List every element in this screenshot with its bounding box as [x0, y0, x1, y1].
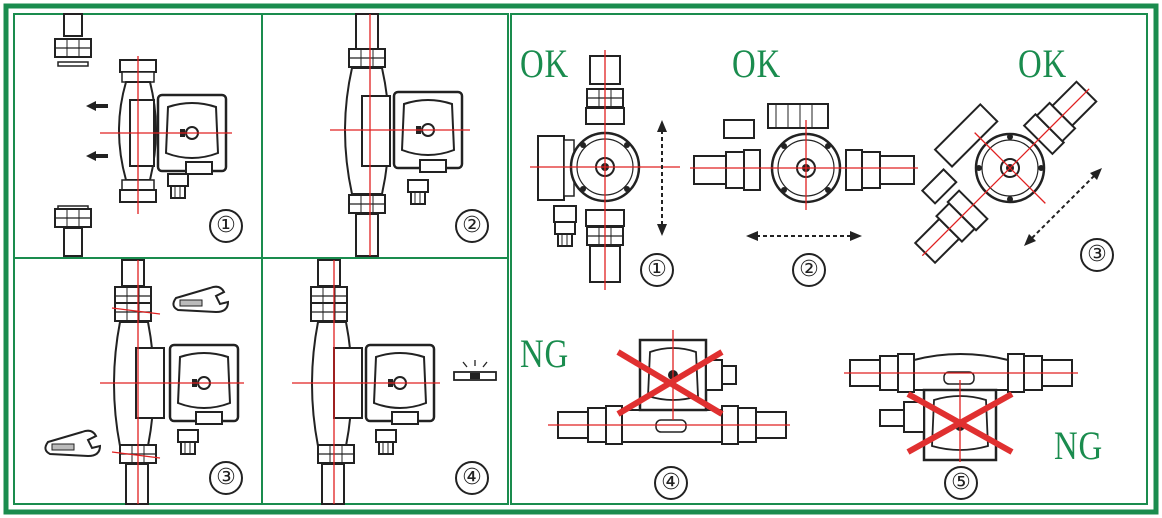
orientation-2-drawing	[690, 103, 918, 210]
outer-frame	[3, 3, 1159, 515]
step-number: ②	[792, 253, 826, 287]
orientation-5-drawing	[844, 353, 1078, 462]
status-ng-label: NG	[520, 331, 570, 376]
wrench-icon	[44, 429, 101, 457]
double-arrow-icon	[1024, 168, 1102, 246]
step-number: ④	[654, 466, 688, 500]
right-panel-border	[510, 13, 1148, 505]
status-ok-label: OK	[520, 41, 570, 86]
step-number: ③	[209, 461, 243, 495]
step-number: ⑤	[944, 466, 978, 500]
double-arrow-icon	[657, 120, 667, 236]
panel-3-pump-drawing	[100, 259, 244, 505]
cross-mark-icon	[906, 391, 1014, 455]
step-number: ①	[209, 209, 243, 243]
wrench-icon	[172, 285, 229, 313]
orientation-1-drawing	[530, 50, 680, 290]
status-ok-label: OK	[1018, 41, 1068, 86]
step-number: ④	[455, 461, 489, 495]
cross-mark-icon	[616, 349, 724, 417]
step-number: ②	[455, 209, 489, 243]
step-number: ③	[1080, 238, 1114, 272]
double-arrow-icon	[746, 231, 862, 241]
step-number: ①	[640, 253, 674, 287]
panel-4-pump-drawing	[292, 259, 440, 505]
panel-2-pump-drawing	[330, 13, 470, 257]
status-ng-label: NG	[1054, 423, 1104, 468]
orientation-3-drawing	[913, 80, 1098, 265]
status-ok-label: OK	[732, 41, 782, 86]
arrow-left-icon	[86, 101, 108, 161]
panel-1-pump-drawing	[54, 13, 232, 257]
level-icon	[453, 360, 497, 381]
